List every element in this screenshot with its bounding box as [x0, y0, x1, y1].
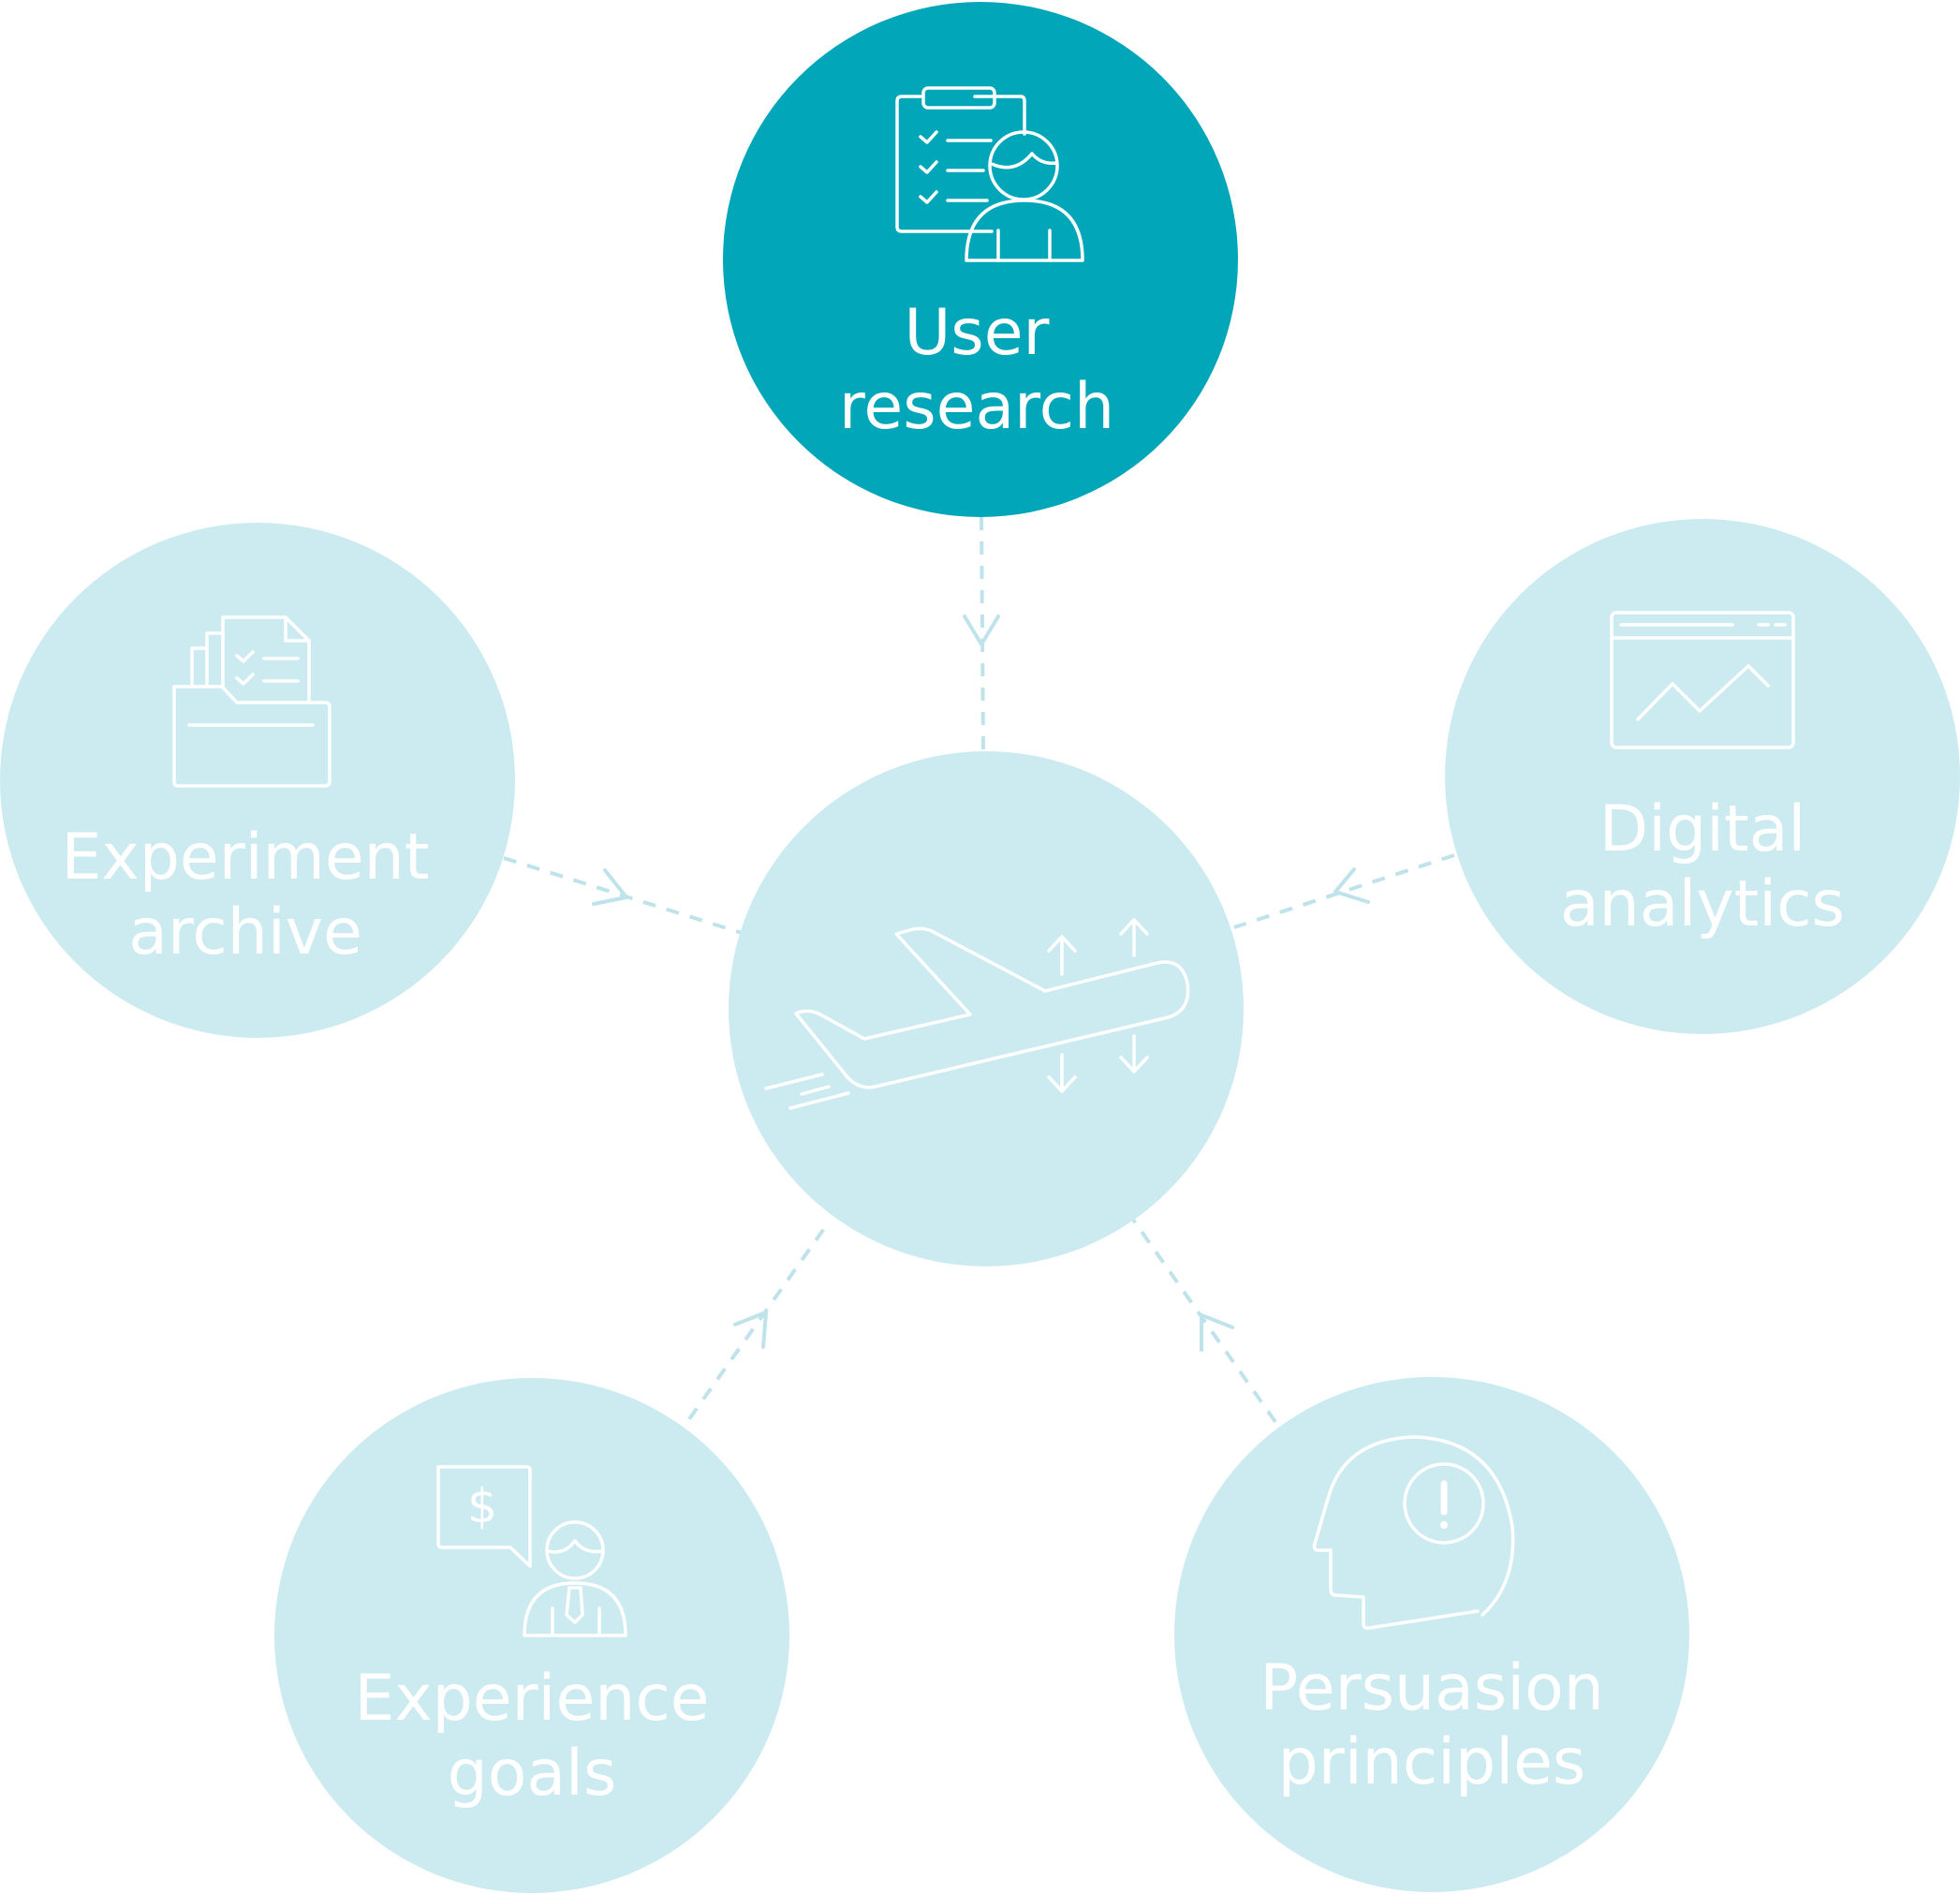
node-persuasion-principles[interactable]: Persuasion principles [1174, 1377, 1689, 1892]
connectors [503, 516, 1455, 1424]
node-circle [1174, 1377, 1689, 1892]
folder-documents-icon [172, 615, 332, 788]
node-experience-goals[interactable]: $ Experience goals [274, 1378, 789, 1893]
businessman-dollar-icon: $ [436, 1465, 627, 1637]
airplane-takeoff-icon [764, 918, 1190, 1110]
node-label-line1: Experiment [62, 821, 430, 895]
arrowhead [963, 614, 1000, 646]
node-label-line1: Experience [354, 1662, 709, 1736]
node-circle [1445, 519, 1960, 1034]
browser-chart-icon [1610, 611, 1795, 749]
head-exclamation-icon [1312, 1435, 1515, 1630]
arrowhead [733, 1310, 768, 1349]
node-label-line1: Digital [1599, 792, 1806, 866]
node-circle [0, 523, 515, 1038]
connector-digital-analytics [1233, 853, 1455, 929]
arrowhead [1200, 1313, 1234, 1352]
node-label-line1: User [905, 296, 1050, 370]
node-label-line2: principles [1278, 1725, 1586, 1799]
dollar-sign-glyph: $ [467, 1479, 497, 1533]
arrowhead [592, 868, 628, 906]
node-digital-analytics[interactable]: Digital analytics [1445, 519, 1960, 1034]
node-experiment-archive[interactable]: Experiment archive [0, 523, 515, 1038]
connector-persuasion-principles [1131, 1218, 1277, 1424]
connector-user-research [963, 516, 1000, 752]
arrowhead [1334, 867, 1370, 904]
connector-experience-goals [687, 1221, 830, 1421]
node-label-line1: Persuasion [1260, 1651, 1604, 1725]
node-user-research[interactable]: User research [723, 2, 1238, 517]
center-node [729, 751, 1244, 1266]
node-label-line2: archive [128, 895, 362, 969]
connector-experiment-archive [503, 856, 743, 935]
center-circle [729, 751, 1244, 1266]
node-label-line2: goals [448, 1737, 617, 1811]
node-label-line2: analytics [1560, 867, 1845, 941]
node-label-line2: research [839, 370, 1114, 444]
clipboard-user-icon [895, 86, 1084, 262]
